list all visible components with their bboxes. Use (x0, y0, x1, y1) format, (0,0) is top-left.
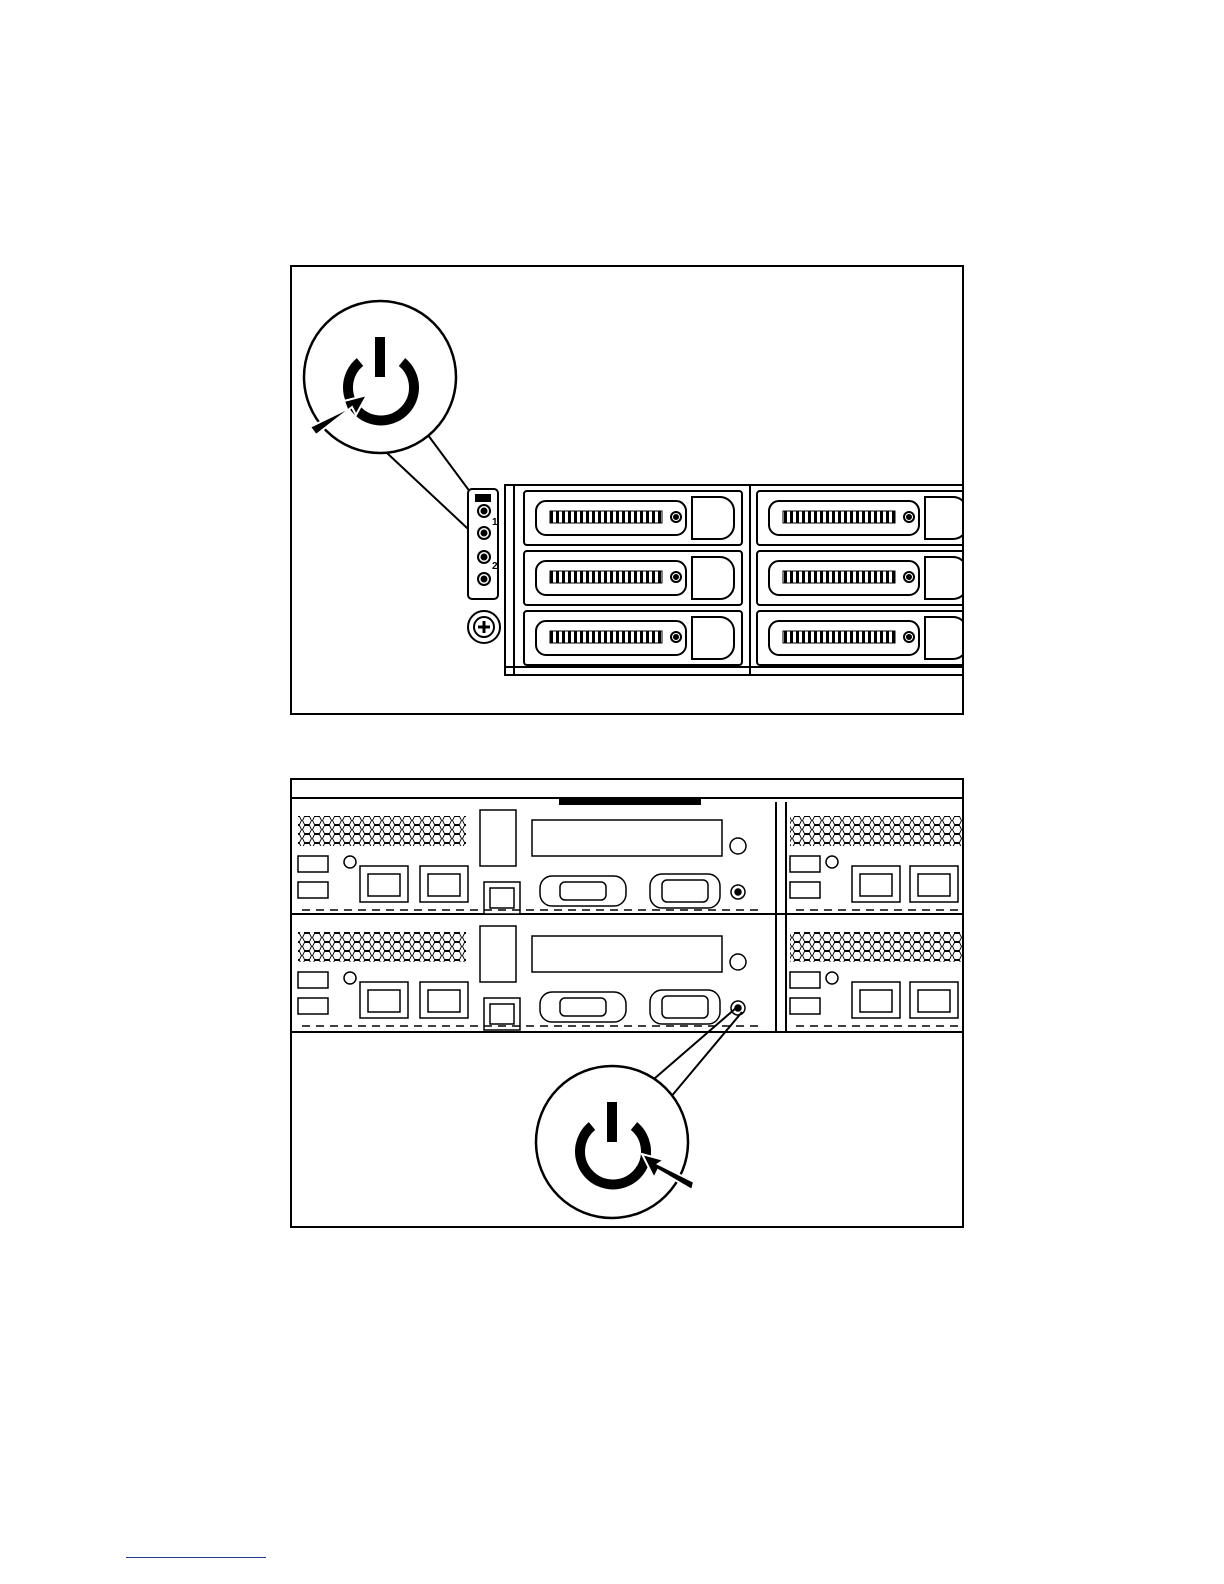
power-callout-magnifier (536, 1066, 694, 1218)
thumb-screw (826, 972, 838, 984)
drive-release-latch (925, 497, 964, 539)
server-node (298, 926, 964, 1030)
bay-label-1: 1 (492, 517, 498, 528)
usb-port (298, 856, 328, 872)
serial-connector (560, 998, 606, 1016)
thumb-screw (344, 972, 356, 984)
drive-grip (783, 511, 895, 523)
drive-carrier (757, 611, 964, 665)
ethernet-jack (918, 874, 950, 896)
drive-release-latch (692, 557, 734, 599)
footnote-rule (126, 1557, 266, 1558)
usb-port (298, 882, 328, 898)
vent-grille (790, 932, 964, 962)
power-callout-magnifier (304, 301, 456, 453)
vga-connector (662, 996, 708, 1018)
rear-view-drawing (292, 780, 964, 1228)
vent-grille (298, 932, 466, 962)
drive-grip (550, 631, 662, 643)
thumb-screw (344, 856, 356, 868)
front-view-figure: 1 2 (290, 265, 964, 715)
drive-carrier (524, 491, 742, 545)
drive-release-latch (692, 617, 734, 659)
vent-grille (790, 816, 964, 846)
pcie-slot (532, 936, 722, 972)
drive-release-latch (692, 497, 734, 539)
node-power-button-center (735, 889, 741, 895)
drive-led-dot (674, 515, 678, 519)
drive-grip (550, 571, 662, 583)
drive-carrier (757, 491, 964, 545)
drive-grip (550, 511, 662, 523)
vga-connector (662, 880, 708, 902)
thumb-screw (826, 856, 838, 868)
server-nodes (298, 810, 964, 1030)
drive-led-dot (907, 575, 911, 579)
drive-led-dot (674, 575, 678, 579)
drive-carrier (524, 551, 742, 605)
management-jack (490, 888, 514, 908)
ethernet-jack (860, 990, 892, 1012)
ethernet-jack (428, 990, 460, 1012)
drive-grip (783, 571, 895, 583)
management-jack (490, 1004, 514, 1024)
usb-port (790, 998, 820, 1014)
server-node (298, 810, 964, 914)
usb-port (790, 882, 820, 898)
serial-connector (560, 882, 606, 900)
ethernet-jack (860, 874, 892, 896)
rack-screw (468, 611, 500, 643)
usb-port (790, 856, 820, 872)
drive-led-dot (907, 635, 911, 639)
control-panel (468, 489, 498, 599)
thumb-screw (730, 838, 746, 854)
pcie-bracket (480, 810, 516, 866)
drive-carrier (757, 551, 964, 605)
front-view-drawing: 1 2 (292, 267, 964, 715)
ethernet-jack (428, 874, 460, 896)
ethernet-jack (368, 990, 400, 1012)
ethernet-jack (368, 874, 400, 896)
drive-carrier (524, 611, 742, 665)
drive-release-latch (925, 617, 964, 659)
drive-release-latch (925, 557, 964, 599)
pcie-bracket (480, 926, 516, 982)
bay-label-2: 2 (492, 561, 498, 572)
thumb-screw (730, 954, 746, 970)
drive-led-dot (674, 635, 678, 639)
vent-grille (298, 816, 466, 846)
ethernet-jack (918, 990, 950, 1012)
drive-bays (524, 491, 964, 665)
usb-port (298, 972, 328, 988)
usb-port (298, 998, 328, 1014)
drive-led-dot (907, 515, 911, 519)
rear-view-figure (290, 778, 964, 1228)
pcie-slot (532, 820, 722, 856)
drive-grip (783, 631, 895, 643)
usb-port (790, 972, 820, 988)
